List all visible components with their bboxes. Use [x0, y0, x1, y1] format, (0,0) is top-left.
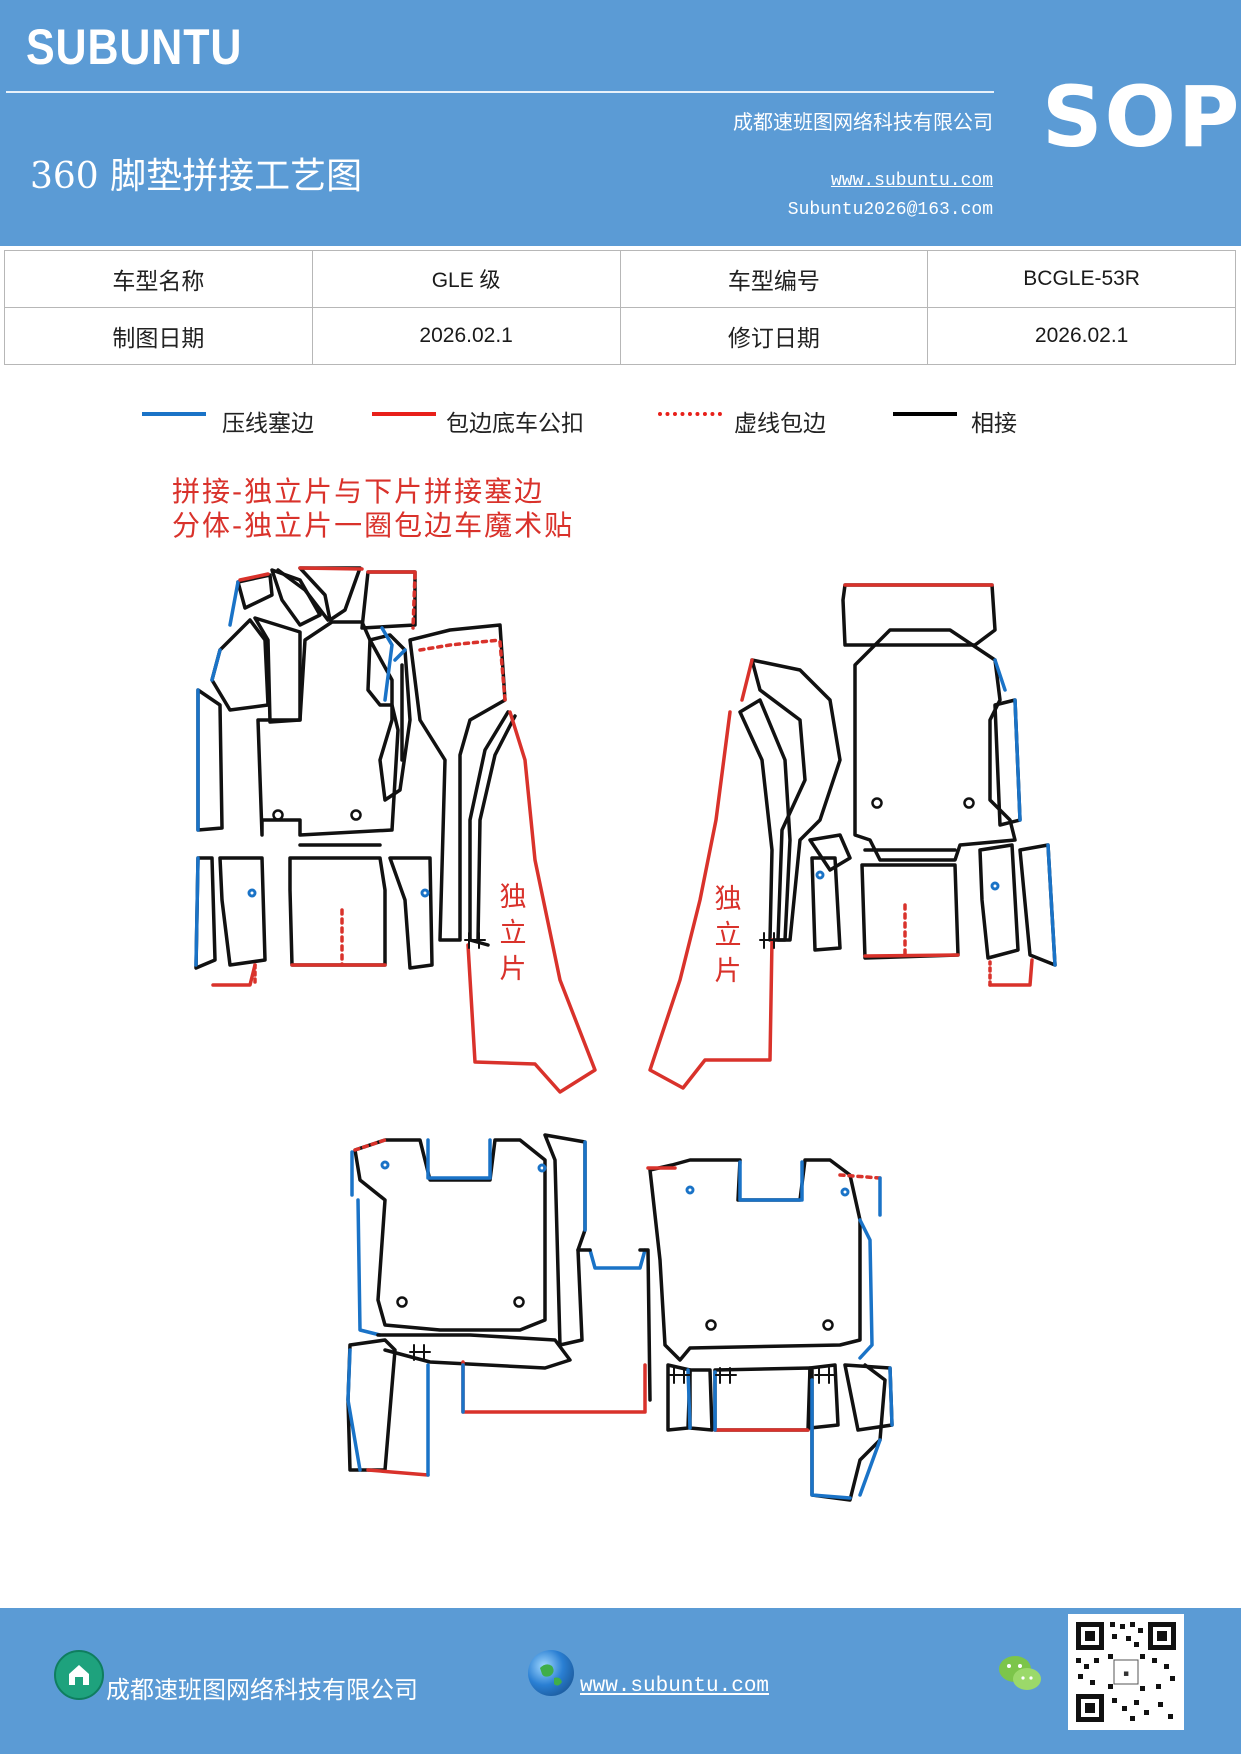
standalone-piece-label-left: 独 立 片 [498, 880, 528, 988]
standalone-char: 片 [714, 956, 742, 987]
home-icon [54, 1650, 104, 1700]
label-model-code: 车型编号 [619, 250, 929, 308]
standalone-char: 立 [499, 918, 527, 949]
table-row: 车型名称 GLE 级 车型编号 BCGLE-53R [4, 250, 1236, 308]
label-drawing-date: 制图日期 [4, 307, 313, 365]
vehicle-info-table: 车型名称 GLE 级 车型编号 BCGLE-53R 制图日期 2026.02.1… [4, 250, 1236, 365]
standalone-char: 片 [499, 954, 527, 985]
legend-label: 包边底车公扣 [446, 411, 584, 437]
company-name: 成都速班图网络科技有限公司 [733, 110, 993, 134]
front-right-mat [648, 583, 1057, 1090]
wechat-icon[interactable] [996, 1652, 1044, 1696]
brand-logo: SUBUNTU [26, 19, 243, 75]
sop-badge: SOP [1042, 68, 1241, 166]
website-link[interactable]: www.subuntu.com [830, 171, 993, 191]
floor-mat-diagram [194, 566, 1057, 1502]
legend-swatch-black [893, 412, 957, 416]
standalone-char: 独 [499, 882, 527, 913]
qr-code: ▪ [1068, 1614, 1184, 1730]
legend-swatch-red [372, 412, 436, 416]
value-revision-date: 2026.02.1 [927, 307, 1236, 365]
note-split: 分体-独立片一圈包边车魔术贴 [172, 509, 575, 542]
rear-mats [346, 932, 894, 1502]
contact-email[interactable]: Subuntu2026@163.com [787, 200, 993, 220]
value-model-code: BCGLE-53R [927, 250, 1236, 308]
front-left-mat [194, 566, 597, 1094]
footer-company-name: 成都速班图网络科技有限公司 [106, 1676, 418, 1704]
header-divider [6, 91, 994, 93]
value-drawing-date: 2026.02.1 [311, 307, 621, 365]
label-model-name: 车型名称 [4, 250, 313, 308]
legend-label: 虚线包边 [734, 411, 826, 437]
header-banner [0, 0, 1241, 246]
legend-label: 相接 [971, 411, 1017, 437]
standalone-char: 立 [714, 920, 742, 951]
svg-text:▪: ▪ [1123, 1669, 1129, 1679]
footer-website-link[interactable]: www.subuntu.com [580, 1675, 770, 1698]
document-title: 360 脚垫拼接工艺图 [30, 156, 363, 197]
label-revision-date: 修订日期 [619, 307, 929, 365]
legend-swatch-blue [142, 412, 206, 416]
value-model-name: GLE 级 [311, 250, 621, 308]
standalone-piece-label-right: 独 立 片 [713, 882, 743, 990]
note-splicing: 拼接-独立片与下片拼接塞边 [172, 475, 545, 508]
legend-label: 压线塞边 [222, 411, 314, 437]
legend-swatch-red-dotted [658, 412, 722, 416]
globe-icon [528, 1650, 574, 1696]
standalone-char: 独 [714, 884, 742, 915]
table-row: 制图日期 2026.02.1 修订日期 2026.02.1 [4, 307, 1236, 365]
